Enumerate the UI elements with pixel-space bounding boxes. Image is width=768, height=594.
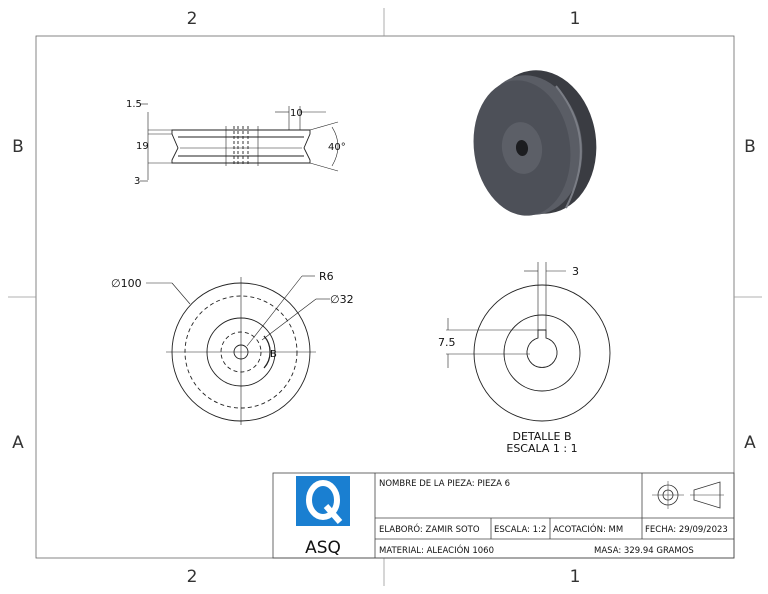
zone-label-bottom-1: 1 — [570, 567, 581, 587]
logo-text: ASQ — [305, 538, 341, 558]
dim-side-height: 19 — [136, 141, 149, 152]
dim-side-top: 1.5 — [126, 99, 142, 110]
zone-label-right-b: B — [744, 137, 756, 157]
dim-side-width: 10 — [290, 108, 303, 119]
author: ELABORÓ: ZAMIR SOTO — [379, 523, 480, 535]
asq-logo — [296, 476, 350, 526]
dim-detail-keyway-width: 3 — [572, 265, 579, 278]
zone-label-left-a: A — [12, 433, 24, 453]
dim-front-radius: R6 — [319, 270, 334, 283]
dim-front-hub: ∅32 — [330, 293, 354, 306]
pulley-3d-view — [473, 70, 597, 216]
projection-symbol-icon — [652, 481, 724, 509]
title-block — [272, 472, 735, 559]
side-view — [140, 103, 339, 182]
units: ACOTACIÓN: MM — [553, 523, 623, 535]
zone-label-top-2: 2 — [187, 9, 198, 29]
drawing-scale: ESCALA: 1:2 — [494, 525, 546, 535]
material: MATERIAL: ALEACIÓN 1060 — [379, 544, 494, 556]
zone-label-left-b: B — [12, 137, 24, 157]
detail-view — [446, 262, 611, 422]
detail-marker-label: B — [270, 349, 277, 360]
detail-title: DETALLE B — [512, 430, 571, 443]
zone-label-bottom-2: 2 — [187, 567, 198, 587]
dim-detail-keyway-depth: 7.5 — [438, 336, 456, 349]
dim-front-diameter: ∅100 — [111, 277, 142, 290]
zone-label-top-1: 1 — [570, 9, 581, 29]
front-view — [146, 275, 330, 425]
date: FECHA: 29/09/2023 — [645, 525, 728, 535]
zone-label-right-a: A — [744, 433, 756, 453]
mass: MASA: 329.94 GRAMOS — [594, 546, 694, 556]
dim-side-angle: 40° — [328, 142, 346, 153]
part-name: NOMBRE DE LA PIEZA: PIEZA 6 — [379, 479, 510, 489]
dim-side-bottom: 3 — [134, 176, 140, 187]
detail-scale: ESCALA 1 : 1 — [506, 442, 577, 455]
